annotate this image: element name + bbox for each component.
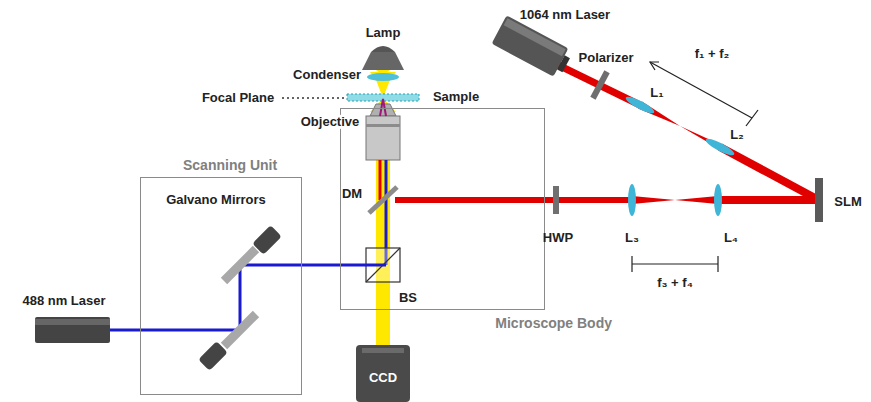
objective-lens-part (366, 124, 400, 127)
laser-beams-vertical (380, 99, 386, 265)
component-label: Lamp (366, 26, 401, 40)
component-label: Condenser (293, 68, 361, 82)
component-label: Sample (433, 90, 479, 104)
ir-beam-path-part (718, 196, 817, 204)
lens-label: L₃ (625, 231, 639, 245)
focal-distance-bracket (650, 62, 758, 126)
ir-laser-body-part (557, 55, 570, 72)
lens-label: L₄ (724, 231, 738, 245)
dimension-label: f₁ + f₂ (695, 47, 730, 61)
group-heading: Scanning Unit (183, 157, 277, 173)
focal-distance-bracket-part (632, 263, 718, 264)
focal-plane-line (282, 97, 346, 99)
component-label: Objective (299, 115, 362, 129)
ir-beam-path-part (720, 147, 815, 198)
ir-laser-body-part (504, 18, 566, 56)
blue-laser-body-part (35, 317, 110, 343)
component-label: HWP (543, 231, 573, 245)
ir-laser-body (492, 15, 574, 79)
component-label: CCD (369, 371, 397, 385)
blue-laser-body-part (35, 319, 110, 325)
galvo-mirror-part (198, 341, 228, 371)
lens-label: L₂ (730, 128, 744, 142)
ccd-camera (356, 345, 410, 402)
focal-distance-bracket-part (650, 62, 752, 118)
dimension-label: f₃ + f₄ (657, 276, 693, 290)
ir-beam-path-part (675, 196, 718, 204)
slm-panel (815, 178, 823, 222)
plane-label: Focal Plane (202, 91, 274, 105)
ccd-camera-part (362, 348, 404, 353)
component-label: Galvano Mirrors (166, 193, 266, 207)
objective-lens (366, 104, 400, 160)
blue-laser-body (35, 317, 110, 343)
microscope-body-box: Microscope Body (340, 108, 545, 310)
objective-lens-part (366, 116, 400, 160)
half-wave-plate (553, 186, 559, 214)
galvo-mirror-part (252, 225, 282, 255)
lamp-symbol-part (371, 46, 395, 52)
polarizer-plate (590, 70, 609, 99)
laser-label: 488 nm Laser (22, 294, 105, 308)
galvo-mirror-part (224, 249, 256, 281)
component-label: Polarizer (579, 51, 634, 65)
component-label: BS (399, 291, 417, 305)
lamp-symbol-part (362, 52, 404, 70)
component-label: SLM (834, 195, 861, 209)
galvo-mirror (198, 225, 282, 371)
ir-beam-path-part (632, 196, 675, 204)
lens-label: L₁ (650, 86, 663, 100)
scanning-unit-box: Scanning Unit (140, 177, 302, 395)
laser-beams-vertical-part (379, 160, 382, 200)
objective-lens-part (370, 104, 396, 116)
lens-l3 (628, 184, 636, 216)
laser-label: 1064 nm Laser (520, 8, 610, 22)
lens-l4 (714, 184, 722, 216)
ir-laser-body-part (492, 15, 569, 76)
condenser-lens (367, 73, 399, 81)
focal-distance-bracket-part (650, 62, 659, 70)
focal-distance-bracket-part (717, 256, 718, 272)
ir-beam-path (395, 64, 817, 204)
focal-distance-bracket (632, 256, 718, 272)
group-heading: Microscope Body (495, 315, 612, 331)
lamp-symbol (362, 46, 404, 73)
component-label: DM (342, 187, 362, 201)
focal-distance-bracket-part (746, 110, 758, 126)
ir-beam-path-part (395, 197, 632, 203)
lamp-symbol-part (376, 70, 390, 73)
ccd-camera-part (356, 345, 410, 402)
dichroic-mirror (369, 187, 397, 213)
focal-distance-bracket-part (631, 256, 632, 272)
illumination-beam (370, 72, 396, 348)
galvo-mirror-part (224, 314, 256, 346)
